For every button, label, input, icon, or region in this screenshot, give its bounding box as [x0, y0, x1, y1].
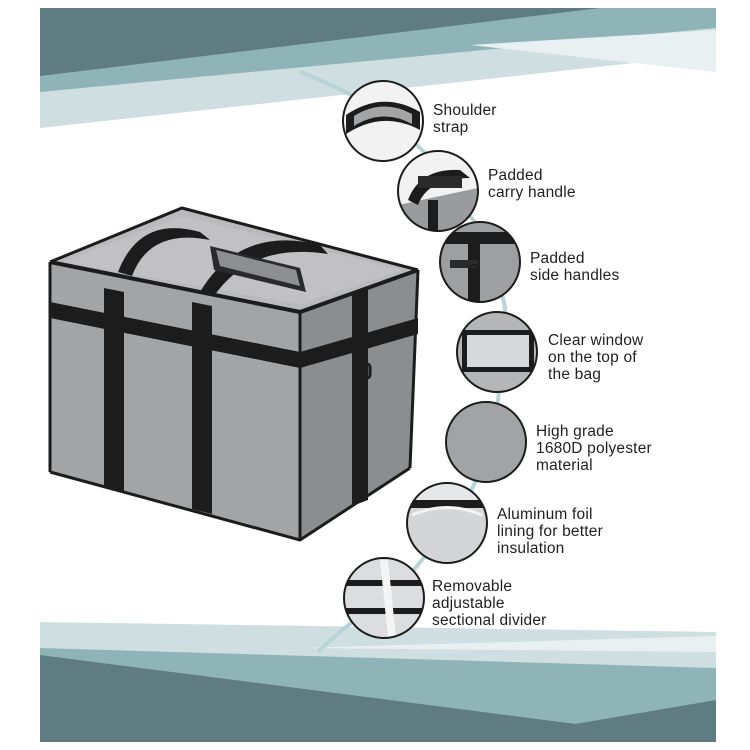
feature-label-padded-side-handles: Padded side handles [530, 250, 620, 284]
material-thumbnail [445, 401, 527, 483]
feature-label-high-grade-material: High grade 1680D polyester material [536, 423, 652, 474]
divider-thumbnail [343, 557, 425, 639]
feature-label-padded-carry-handle: Padded carry handle [488, 167, 576, 201]
bag-illustration [48, 206, 420, 542]
feature-label-shoulder-strap: Shoulder strap [433, 102, 497, 136]
carry-handle-thumbnail [397, 150, 479, 232]
side-handles-thumbnail [439, 221, 521, 303]
top-banner [40, 8, 716, 128]
shoulder-strap-thumbnail [342, 80, 424, 162]
bottom-banner [40, 622, 716, 742]
foil-lining-thumbnail [406, 482, 488, 564]
feature-label-aluminum-foil-lining: Aluminum foil lining for better insulati… [497, 506, 603, 557]
feature-label-removable-divider: Removable adjustable sectional divider [432, 578, 547, 629]
feature-label-clear-window: Clear window on the top of the bag [548, 332, 644, 383]
clear-window-thumbnail [456, 311, 538, 393]
